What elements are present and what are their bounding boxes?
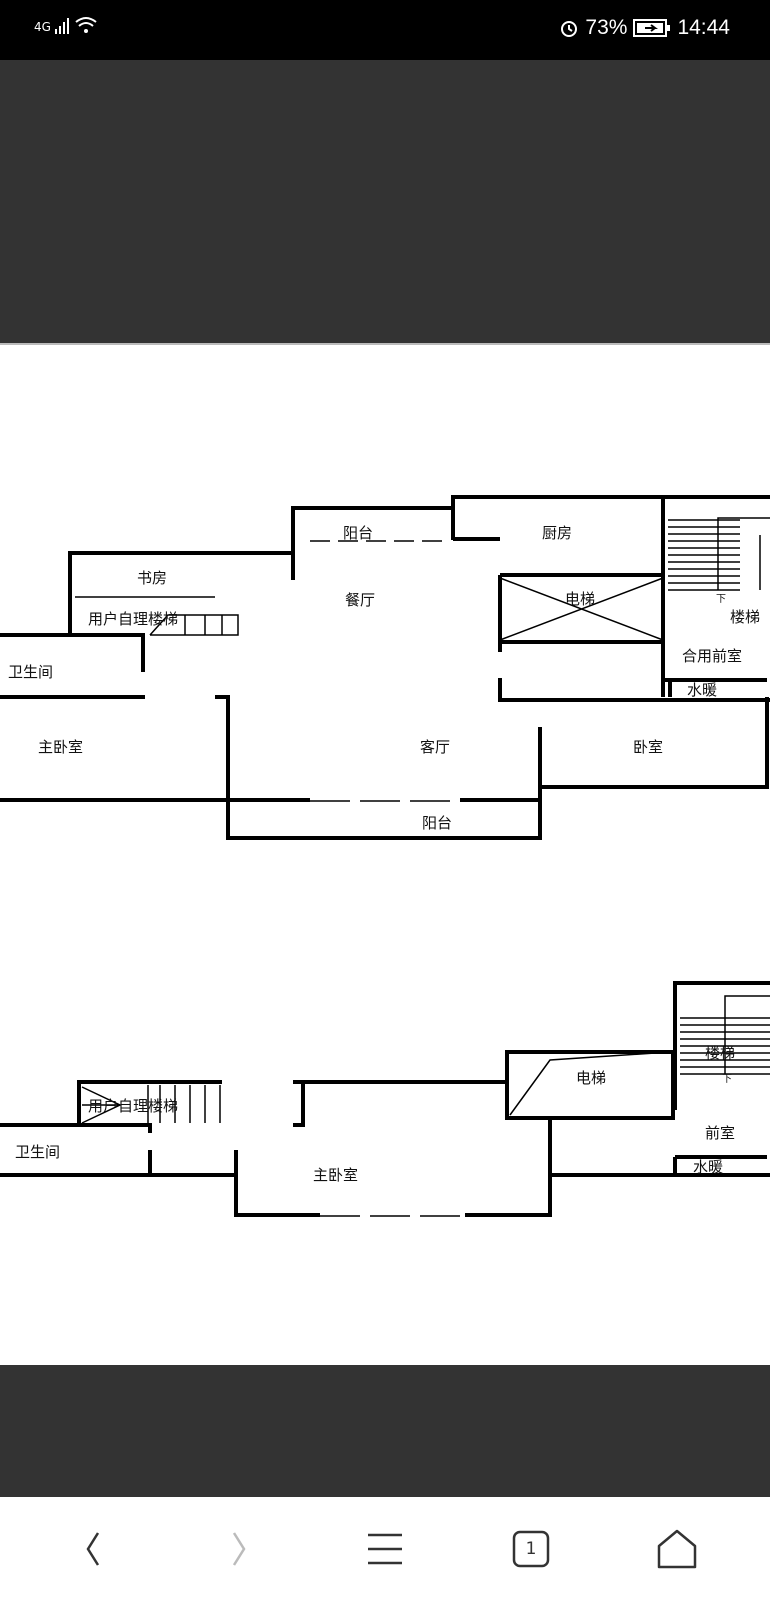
- chevron-right-icon: [232, 1531, 246, 1566]
- room-label: 楼梯: [705, 1044, 735, 1062]
- room-label: 卫生间: [15, 1143, 60, 1161]
- forward-button[interactable]: [199, 1519, 279, 1579]
- battery-percent: 73%: [585, 16, 628, 39]
- home-icon: [657, 1529, 697, 1568]
- room-label: 楼梯: [730, 608, 760, 626]
- room-label: 阳台: [422, 814, 452, 832]
- room-label: 主卧室: [38, 738, 83, 756]
- room-label: 前室: [705, 1124, 735, 1142]
- room-label: 餐厅: [345, 591, 375, 609]
- lower-plan-details: [81, 995, 770, 1217]
- room-label: 下: [722, 1074, 732, 1085]
- tab-count: 1: [525, 1538, 537, 1559]
- menu-icon: [368, 1533, 402, 1564]
- status-bar: 4G 73% 14:44: [0, 0, 770, 60]
- room-label: 卫生间: [8, 663, 53, 681]
- room-label: 水暖: [693, 1158, 723, 1176]
- divider: [0, 343, 770, 345]
- tabs-button[interactable]: 1: [491, 1519, 571, 1579]
- room-label: 下: [716, 594, 726, 605]
- room-label: 用户自理楼梯: [88, 1097, 178, 1115]
- room-label: 用户自理楼梯: [88, 610, 178, 628]
- battery-charging-icon: [633, 19, 671, 37]
- room-label: 水暖: [687, 681, 717, 699]
- room-label: 厨房: [542, 524, 572, 542]
- menu-button[interactable]: [345, 1519, 425, 1579]
- lower-plan-labels: 用户自理楼梯 电梯 楼梯 下 卫生间 前室 水暖 主卧室: [15, 1044, 735, 1184]
- room-label: 主卧室: [313, 1166, 358, 1184]
- upper-plan-labels: 阳台 厨房 书房 餐厅 电梯 楼梯 下 用户自理楼梯 卫生间 合用前室 水暖 主…: [8, 524, 760, 832]
- tabs-icon: [512, 1530, 550, 1567]
- browser-nav-bar: 1: [0, 1497, 770, 1600]
- room-label: 合用前室: [682, 647, 742, 665]
- room-label: 客厅: [420, 738, 450, 756]
- signal-icon: [54, 18, 69, 34]
- room-label: 书房: [137, 569, 167, 587]
- back-button[interactable]: [53, 1519, 133, 1579]
- signal-wifi-indicators: 4G: [34, 16, 97, 34]
- top-dark-band: [0, 60, 770, 343]
- room-label: 卧室: [633, 738, 663, 756]
- lower-plan-walls: [0, 981, 770, 1217]
- upper-plan-walls: [0, 495, 770, 840]
- room-label: 阳台: [343, 524, 373, 542]
- home-button[interactable]: [637, 1519, 717, 1579]
- network-type: 4G: [34, 20, 51, 34]
- bottom-dark-band: [0, 1365, 770, 1497]
- upper-plan-details: [75, 517, 770, 802]
- clock: 14:44: [677, 16, 730, 39]
- room-label: 电梯: [576, 1069, 606, 1087]
- alarm-icon: [561, 21, 578, 37]
- chevron-left-icon: [86, 1531, 100, 1566]
- room-label: 电梯: [565, 590, 595, 608]
- floor-plan-image[interactable]: 阳台 厨房 书房 餐厅 电梯 楼梯 下 用户自理楼梯 卫生间 合用前室 水暖 主…: [0, 345, 770, 1365]
- wifi-icon: [75, 17, 97, 33]
